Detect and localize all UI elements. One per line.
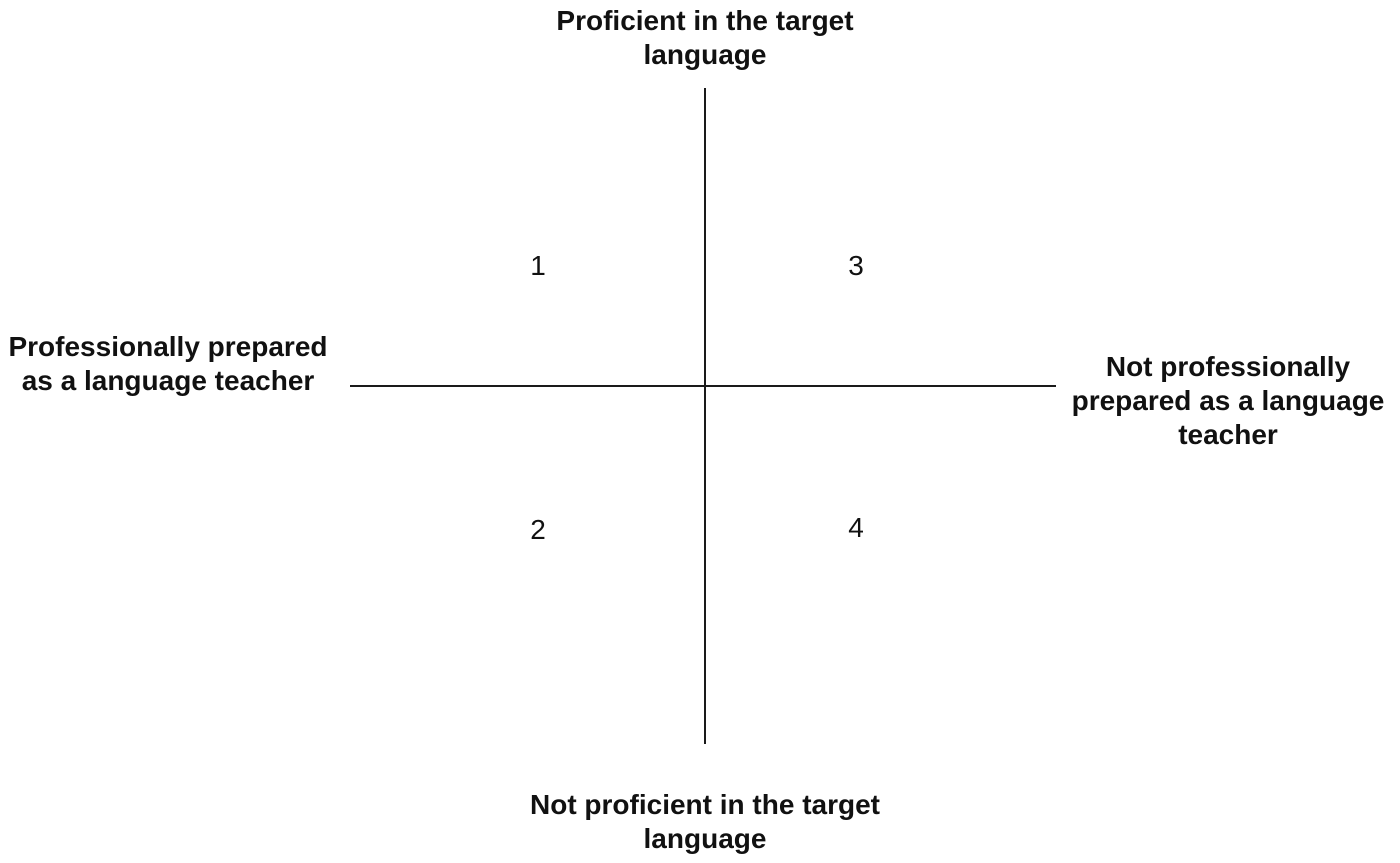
quadrant-3-number: 3 <box>848 250 864 281</box>
vertical-axis-line <box>704 88 706 744</box>
quadrant-4-number: 4 <box>848 512 864 543</box>
top-pole-label: Proficient in the target language <box>556 5 854 70</box>
left-pole-label: Professionally prepared as a language te… <box>8 331 328 396</box>
horizontal-axis-line <box>350 385 1056 387</box>
quadrant-1-number: 1 <box>530 250 546 281</box>
quadrant-2-number: 2 <box>530 514 546 545</box>
right-pole-label: Not professionally prepared as a languag… <box>1071 351 1385 450</box>
bottom-pole-label: Not proficient in the target language <box>530 789 880 854</box>
